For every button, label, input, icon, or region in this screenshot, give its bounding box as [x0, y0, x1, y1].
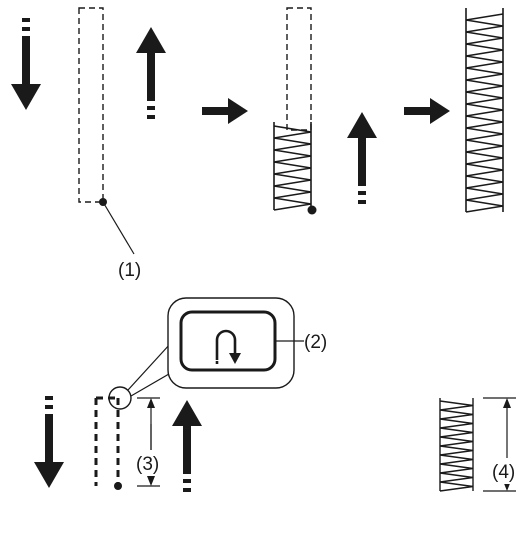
needle-position: [307, 205, 317, 215]
sew-reverse-arrow: [347, 112, 377, 204]
zigzag-stitch-partial: [273, 122, 312, 211]
reverse-point-highlight: [108, 386, 132, 410]
step-1: (1): [11, 7, 166, 281]
reverse-detail: (2) (3): [34, 297, 327, 492]
step-2: [273, 7, 377, 215]
buttonhole-outline: [78, 7, 104, 203]
zigzag-stitch-complete: [465, 8, 504, 213]
sew-reverse-arrow: [172, 400, 202, 492]
dimension-3: (3): [136, 397, 166, 487]
sew-forward-arrow: [34, 396, 64, 488]
sew-forward-arrow: [11, 18, 41, 110]
reverse-stitch-u-turn-icon: [215, 329, 241, 364]
start-point: [114, 482, 122, 490]
callout-2-label: (2): [304, 332, 327, 353]
next-step-arrow-2: [404, 98, 450, 124]
reverse-button: [179, 310, 277, 372]
step-3: [465, 8, 504, 213]
callout-3-label: (3): [136, 454, 159, 475]
callout-1-leader: [102, 201, 135, 255]
next-step-arrow-1: [202, 98, 248, 124]
callout-4-label: (4): [492, 462, 515, 483]
sew-reverse-arrow: [136, 27, 166, 119]
callout-1-label: (1): [118, 260, 141, 281]
buttonhole-outline-remaining: [286, 7, 312, 131]
zigzag-stitch-finished: [439, 398, 474, 492]
finished-length-detail: (4): [439, 397, 522, 492]
reverse-button-callout: [167, 297, 295, 389]
dimension-4: (4): [483, 397, 522, 492]
